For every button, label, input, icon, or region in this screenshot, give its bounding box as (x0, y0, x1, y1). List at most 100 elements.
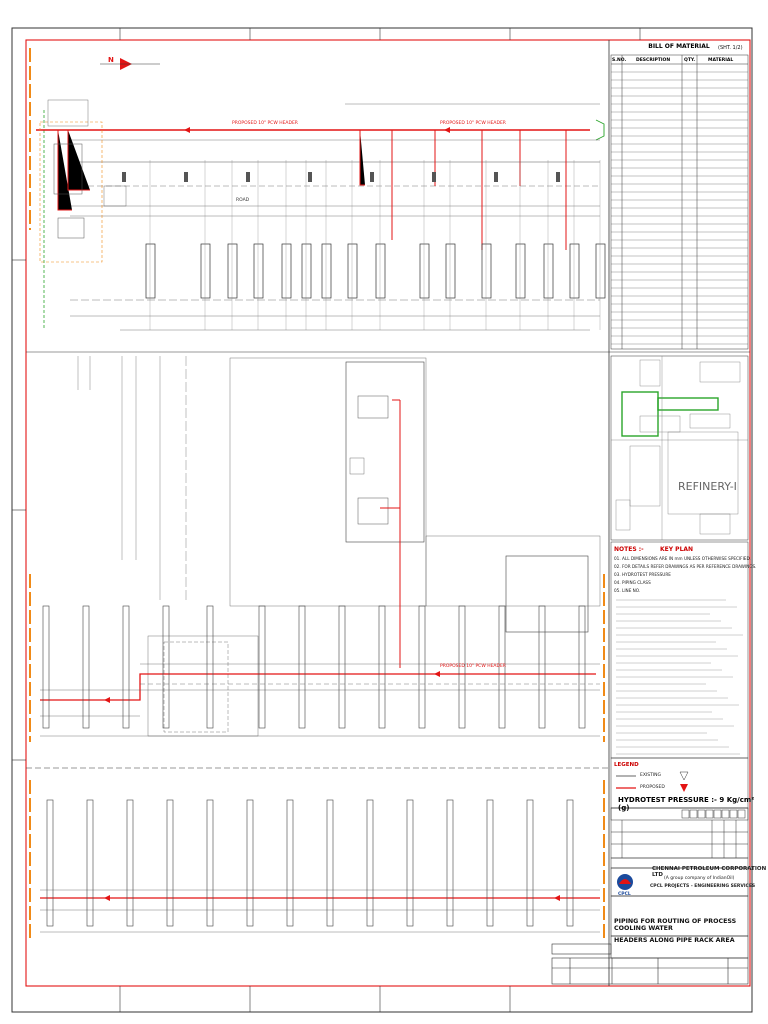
rack-column (258, 605, 266, 729)
rack-post (184, 172, 188, 182)
orient-cell (681, 809, 690, 819)
rack-post (432, 172, 436, 182)
orient-cell (705, 809, 714, 819)
notes-filler (616, 599, 743, 755)
legend-triangle-open (679, 771, 689, 781)
outer-frame (11, 27, 753, 1013)
orient-cell (689, 809, 698, 819)
rack-column (166, 799, 174, 927)
bom-rows (611, 71, 748, 345)
rack-column (321, 243, 332, 299)
rack-column (543, 243, 554, 299)
rack-column (286, 799, 294, 927)
rack-column (301, 243, 312, 299)
rack-column (298, 605, 306, 729)
pressure-value: 9 Kg/cm² (g) (618, 796, 755, 812)
rack-column (281, 243, 292, 299)
road-label: ROAD (236, 198, 250, 203)
rack-column (200, 243, 211, 299)
title-block (551, 867, 749, 985)
orient-cell (713, 809, 722, 819)
hydrotest-pressure: HYDROTEST PRESSURE :- 9 Kg/cm² (g) (618, 796, 768, 812)
rack-column (538, 605, 546, 729)
rack-column (595, 243, 606, 299)
inner-frame (25, 39, 751, 987)
company-dept: CPCL PROJECTS - ENGINEERING SERVICES (650, 884, 756, 889)
rack-post (370, 172, 374, 182)
rack-column (42, 605, 50, 729)
middle-plan (29, 356, 605, 742)
orient-cell (721, 809, 730, 819)
rack-post (122, 172, 126, 182)
top-header-label-2: PROPOSED 10" PCW HEADER (440, 121, 506, 126)
top-plan (29, 48, 605, 331)
rack-post (246, 172, 250, 182)
rack-column (82, 605, 90, 729)
rack-column (86, 799, 94, 927)
frame-ticks (12, 28, 641, 1012)
orientation-cells (681, 809, 746, 819)
drawing-title-line2: HEADERS ALONG PIPE RACK AREA (614, 937, 735, 944)
logo-text: CPCL (618, 892, 631, 897)
bom-header-material: MATERIAL (708, 58, 734, 63)
orient-cell (729, 809, 738, 819)
bom-table (610, 54, 749, 350)
mid-header-label: PROPOSED 10" PCW HEADER (440, 664, 506, 669)
rack-column (206, 799, 214, 927)
rack-column (378, 605, 386, 729)
rack-column (227, 243, 238, 299)
company-name: CHENNAI PETROLEUM CORPORATION LTD (652, 866, 767, 878)
rack-column (326, 799, 334, 927)
bom-title: BILL OF MATERIAL (648, 43, 710, 50)
bottom-pipe-rack-columns (46, 799, 574, 927)
revision-table (610, 807, 749, 869)
rack-column (481, 243, 492, 299)
rack-column (145, 243, 156, 299)
rack-column (375, 243, 386, 299)
legend-existing-label: EXISTING (640, 773, 662, 778)
key-plan (610, 355, 749, 541)
rack-column (347, 243, 358, 299)
note-item: 02. FOR DETAILS REFER DRAWINGS AS PER RE… (614, 564, 757, 569)
keyplan-title: KEY PLAN (660, 546, 694, 553)
middle-pipe-rack-columns (42, 605, 586, 729)
drawing-title-line1: PIPING FOR ROUTING OF PROCESS COOLING WA… (614, 918, 737, 932)
orient-cell (697, 809, 706, 819)
keyplan-area-label: REFINERY-I (678, 480, 737, 493)
note-item: 03. HYDROTEST PRESSURE (614, 572, 671, 577)
rack-column (338, 605, 346, 729)
rack-column (126, 799, 134, 927)
rack-column (253, 243, 264, 299)
notes-title: NOTES :- (614, 546, 644, 553)
bom-header-qty: QTY. (684, 58, 696, 63)
rack-column (446, 799, 454, 927)
orient-cell (737, 809, 746, 819)
rack-column (498, 605, 506, 729)
rack-column (122, 605, 130, 729)
company-sub: (A group company of IndianOil) (664, 876, 735, 881)
rack-column (46, 799, 54, 927)
rack-post (494, 172, 498, 182)
rack-column (569, 243, 580, 299)
rack-column (418, 605, 426, 729)
cpcl-logo-flame (619, 879, 631, 884)
top-pipe-rack-columns (122, 160, 606, 330)
rack-column (486, 799, 494, 927)
rack-column (246, 799, 254, 927)
legend-title: LEGEND (614, 762, 639, 768)
note-item: 04. PIPING CLASS (614, 580, 651, 585)
bom-header-sno: S.NO. (612, 58, 627, 63)
note-item: 05. LINE NO. (614, 588, 641, 593)
rack-column (515, 243, 526, 299)
pressure-label: HYDROTEST PRESSURE :- (618, 796, 717, 804)
rack-column (458, 605, 466, 729)
rack-column (162, 605, 170, 729)
legend-proposed-label: PROPOSED (640, 785, 665, 790)
rack-column (366, 799, 374, 927)
note-item: 01. ALL DIMENSIONS ARE IN mm UNLESS OTHE… (614, 556, 752, 561)
rack-column (526, 799, 534, 927)
rack-post (308, 172, 312, 182)
bom-sheet-ref: (SHT. 1/2) (718, 45, 743, 51)
rack-column (206, 605, 214, 729)
bottom-plan (29, 780, 605, 940)
